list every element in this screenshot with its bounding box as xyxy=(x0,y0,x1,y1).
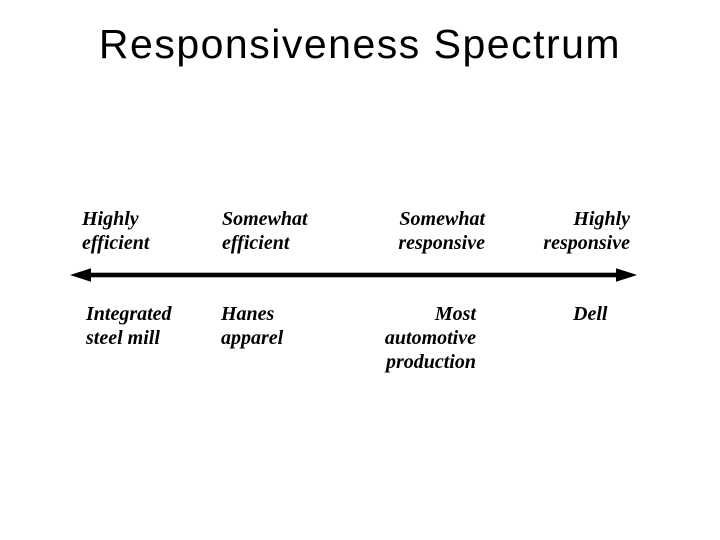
spectrum-example-dell: Dell xyxy=(573,303,608,325)
spectrum-header-highly-responsive: Highly responsive xyxy=(543,208,630,254)
spectrum-example-most-automotive-production: Most automotive production xyxy=(384,303,476,373)
arrow-left-head xyxy=(70,268,91,282)
slide-title: Responsiveness Spectrum xyxy=(98,21,622,67)
spectrum-header-highly-efficient: Highly efficient xyxy=(82,208,150,254)
arrow-right-head xyxy=(616,268,637,282)
spectrum-example-integrated-steel-mill: Integrated steel mill xyxy=(86,303,172,349)
spectrum-example-hanes-apparel: Hanes apparel xyxy=(221,303,284,349)
spectrum-header-somewhat-efficient: Somewhat efficient xyxy=(222,208,308,254)
spectrum-double-arrow xyxy=(70,268,637,282)
arrow-shaft xyxy=(85,272,622,278)
spectrum-header-somewhat-responsive: Somewhat responsive xyxy=(398,208,485,254)
